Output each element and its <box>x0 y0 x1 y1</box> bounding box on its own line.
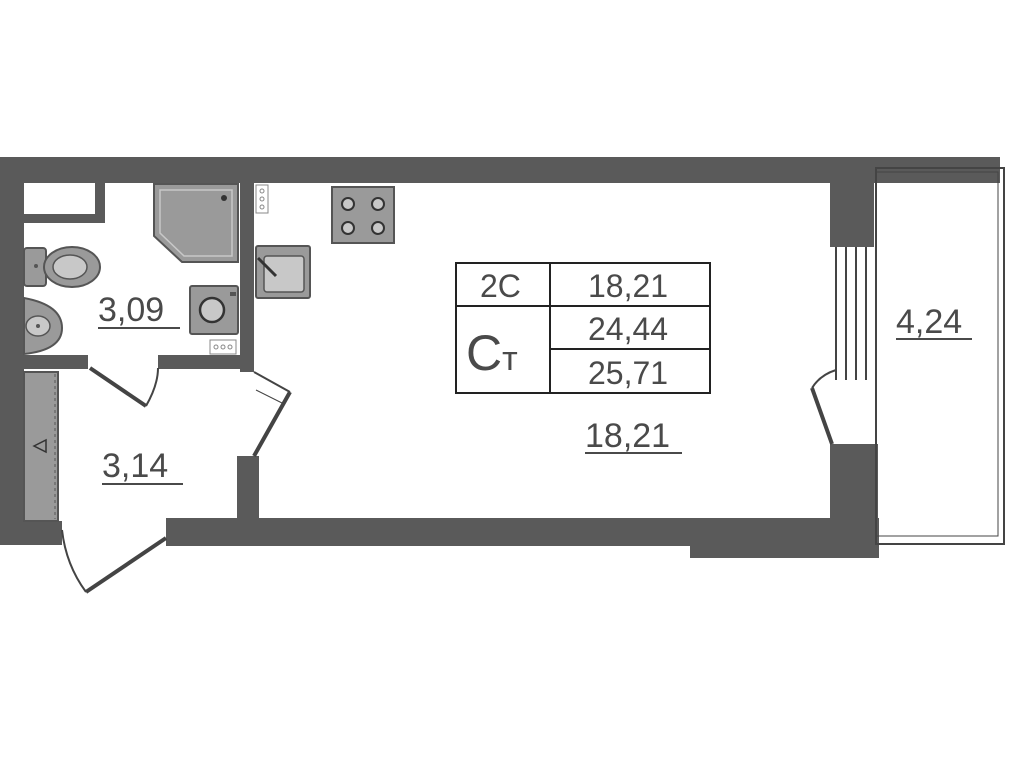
wall-bath-bottom-right <box>158 355 254 369</box>
apartment-type: Ст <box>466 325 518 381</box>
living-area-value: 18,21 <box>588 268 668 304</box>
balcony-area-label: 4,24 <box>896 303 962 341</box>
total-with-balcony-value: 25,71 <box>588 355 668 391</box>
outlet-icons-bath <box>209 339 237 355</box>
walls <box>0 157 1000 558</box>
room-labels: 3,09 3,14 18,21 4,24 <box>98 291 972 485</box>
balcony-inner <box>875 171 999 537</box>
wall-hall-stub <box>237 456 259 522</box>
entrance-door <box>61 529 168 594</box>
total-area-value: 24,44 <box>588 311 668 347</box>
rooms-code: 2С <box>480 268 521 304</box>
balcony <box>875 167 1005 545</box>
info-table-border <box>455 262 711 394</box>
shower-cabin-icon <box>153 183 239 263</box>
doors <box>61 366 837 594</box>
wall-right-upper <box>830 157 874 247</box>
living-area-label: 18,21 <box>585 417 670 455</box>
living-door <box>252 371 292 457</box>
kitchen-sink-icon <box>255 245 311 299</box>
wall-bath-bottom-left <box>18 355 88 369</box>
apartment-type-main: С <box>466 325 502 381</box>
wall-bottom-left <box>0 521 62 545</box>
sink-icon <box>23 296 64 356</box>
apartment-info-table: 2С 18,21 Ст 24,44 25,71 <box>455 262 711 394</box>
wall-bath-right <box>240 180 254 372</box>
bathroom-area-label: 3,09 <box>98 291 164 329</box>
wall-closet-bottom <box>18 214 105 223</box>
balcony-door <box>810 369 837 445</box>
apartment-type-sub: т <box>502 340 518 378</box>
outlet-icons-kitchen <box>255 184 269 214</box>
washing-machine-icon <box>189 285 239 335</box>
hallway-area-label: 3,14 <box>102 447 168 485</box>
balcony-outline <box>875 167 1005 545</box>
bathroom-door <box>88 366 159 408</box>
wall-right-lower <box>830 444 878 558</box>
balcony-window <box>835 247 867 380</box>
wardrobe-icon <box>23 371 59 522</box>
stove-icon <box>331 186 395 244</box>
toilet-icon <box>23 246 101 288</box>
wall-closet-right <box>95 157 105 223</box>
